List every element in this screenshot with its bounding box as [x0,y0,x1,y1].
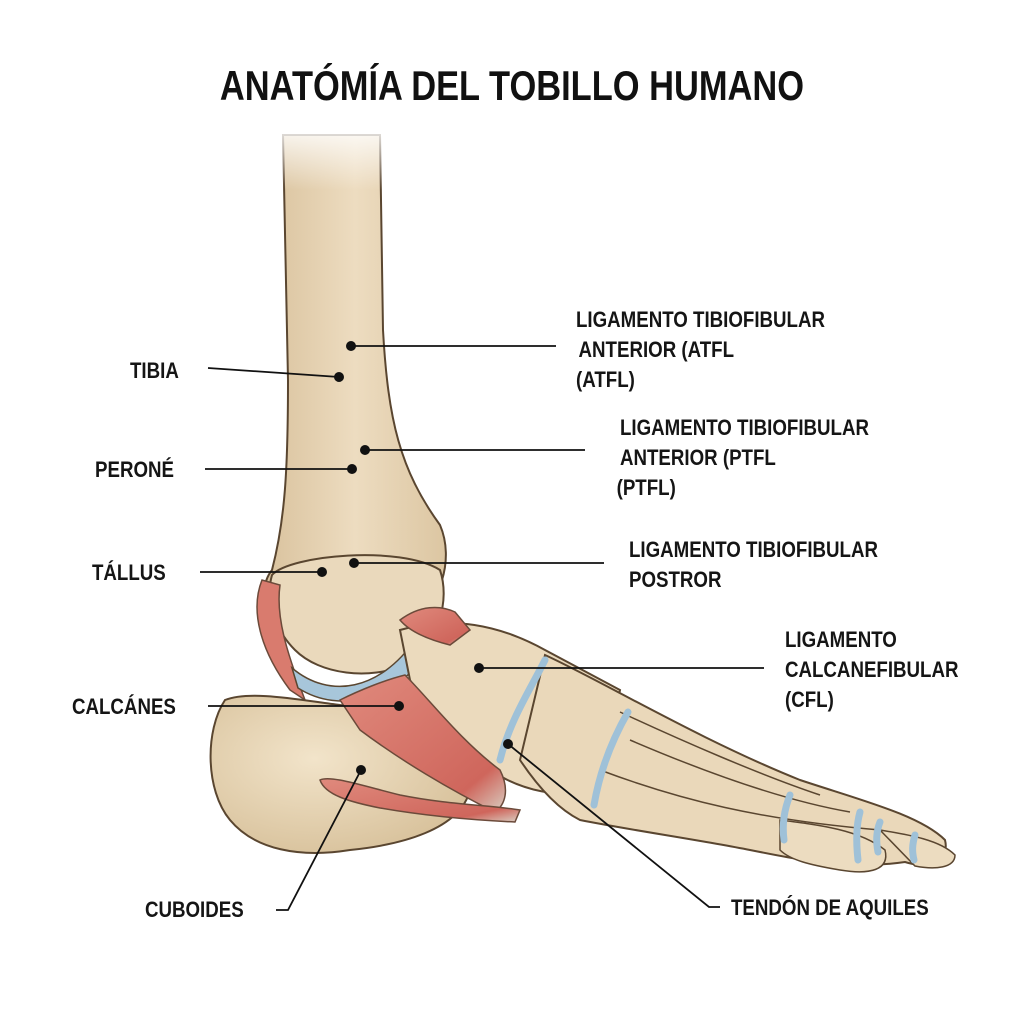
leader-lines [200,345,764,911]
label-posterior-line2: POSTROR [629,567,722,592]
label-ptfl-line1: LIGAMENTO TIBIOFIBULAR [620,415,869,440]
leader-dots [317,341,513,775]
label-posterior-line1: LIGAMENTO TIBIOFIBULAR [629,537,878,562]
label-aquiles-line1: TENDÓN DE AQUILES [731,895,929,920]
label-cfl-line2: CALCANEFIBULAR [785,657,959,682]
label-atfl-line3: (ATFL) [576,367,635,392]
label-tibia: TIBIA [130,358,179,383]
label-aquiles: TENDÓN DE AQUILES [731,893,929,923]
label-atfl: LIGAMENTO TIBIOFIBULAR ANTERIOR (ATFL (A… [576,305,825,395]
label-atfl-line2: ANTERIOR (ATFL [578,337,735,362]
label-cfl-line1: LIGAMENTO [785,627,897,652]
page-title: ANATÓMÍA DEL TOBILLO HUMANO [219,62,805,109]
label-cfl: LIGAMENTO CALCANEFIBULAR (CFL) [785,625,958,715]
label-cfl-line3: (CFL) [785,687,834,712]
label-perone: PERONÉ [95,457,174,482]
joint-bands [496,656,919,864]
label-calcanes: CALCÁNES [72,694,176,719]
tendon-strap [319,777,522,823]
label-atfl-line1: LIGAMENTO TIBIOFIBULAR [576,307,825,332]
anterior-ligament [398,606,472,646]
calcaneofibular-ligament [338,674,507,813]
label-posterior: LIGAMENTO TIBIOFIBULAR POSTROR [629,535,878,595]
label-cuboides: CUBOIDES [145,897,244,922]
label-ptfl: LIGAMENTO TIBIOFIBULAR ANTERIOR (PTFL (P… [616,413,869,503]
tibia-bone [263,120,447,632]
label-ptfl-line2: ANTERIOR (PTFL [620,445,776,470]
label-tallus: TÁLLUS [92,560,166,585]
label-ptfl-line3: (PTFL) [616,475,676,500]
